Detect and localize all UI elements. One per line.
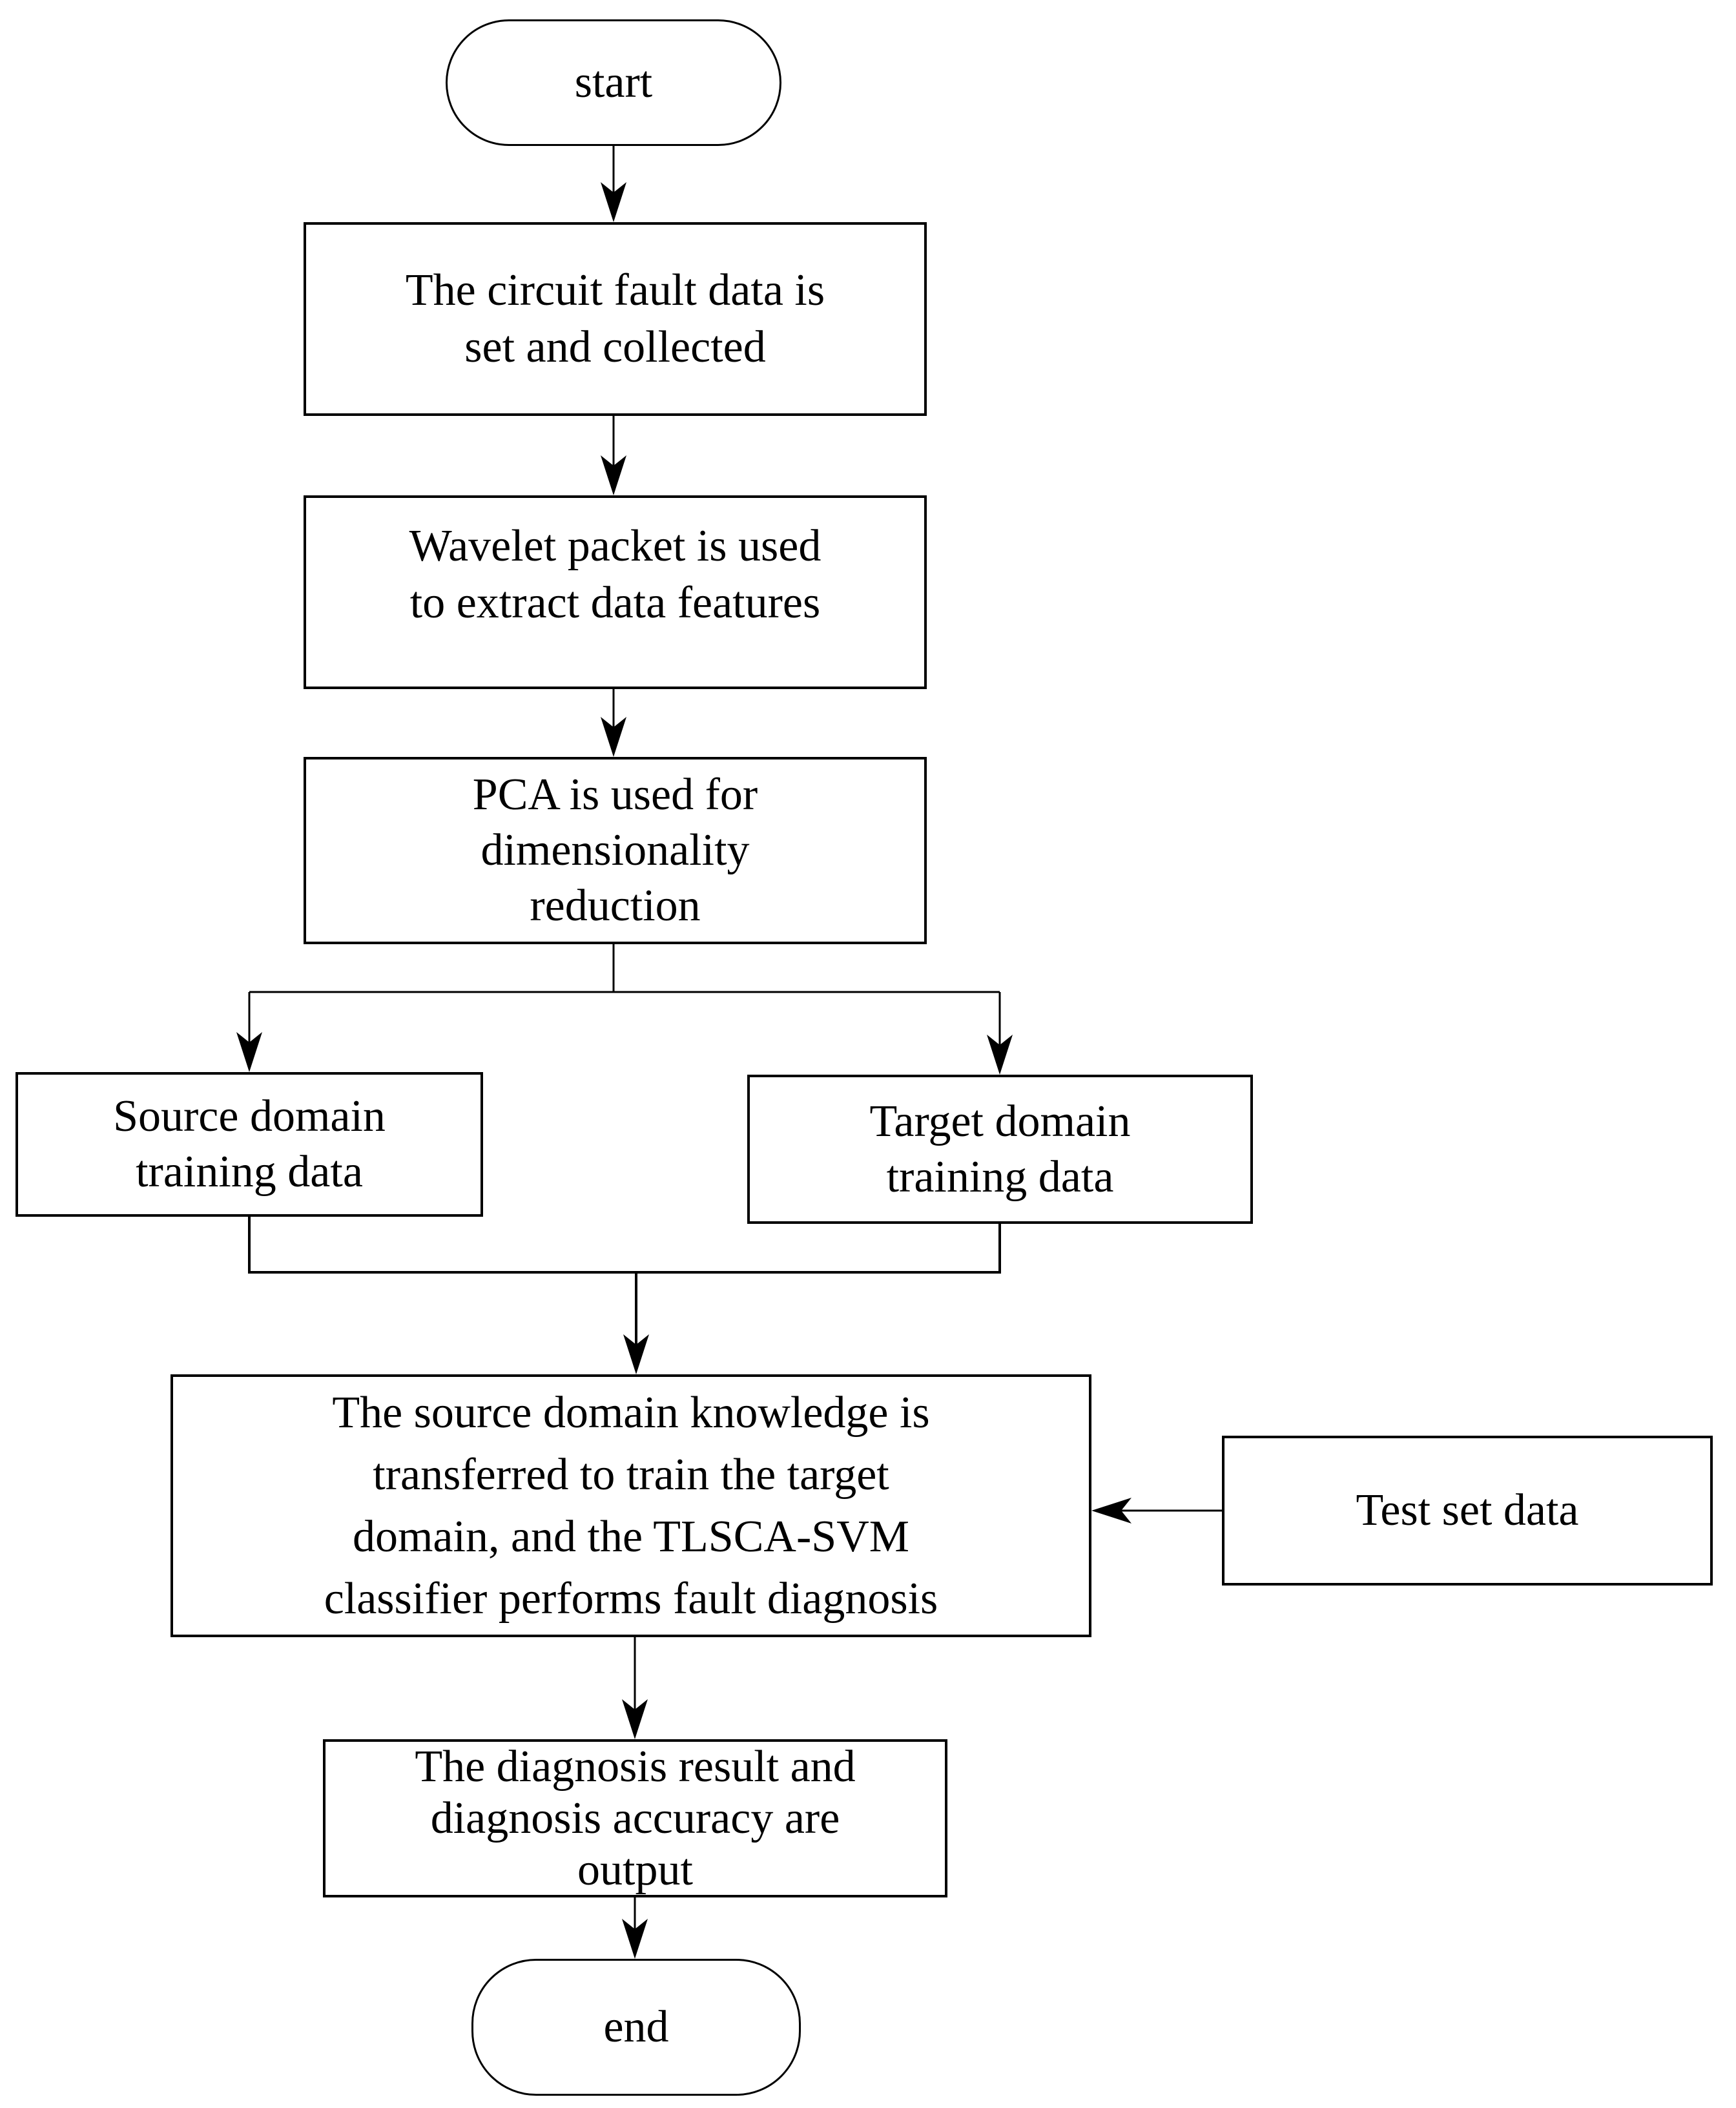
process-circuit-fault-data: The circuit fault data is set and collec… bbox=[304, 222, 927, 416]
process-test-set-data-label: Test set data bbox=[1356, 1485, 1579, 1535]
arrowhead-wavelet-to-pca bbox=[601, 717, 626, 757]
process-target-domain-data: Target domain training data bbox=[747, 1075, 1253, 1224]
process-wavelet-packet-label: Wavelet packet is used to extract data f… bbox=[409, 521, 822, 628]
process-wavelet-packet: Wavelet packet is used to extract data f… bbox=[304, 495, 927, 689]
start-terminator: start bbox=[446, 19, 781, 146]
arrowhead-pca-to-target bbox=[987, 1035, 1013, 1075]
arrowhead-pca-to-source bbox=[236, 1032, 262, 1072]
arrowhead-merge-to-transfer bbox=[623, 1334, 649, 1374]
arrowhead-start-to-collect bbox=[601, 182, 626, 222]
branch-pca-to-source-target bbox=[248, 944, 1001, 1048]
process-transfer-tlsca-svm: The source domain knowledge is transferr… bbox=[170, 1374, 1091, 1637]
process-target-domain-data-label: Target domain training data bbox=[869, 1096, 1131, 1202]
arrowhead-collect-to-wavelet bbox=[601, 455, 626, 495]
end-terminator: end bbox=[471, 1959, 801, 2096]
process-test-set-data: Test set data bbox=[1222, 1436, 1713, 1586]
process-pca-reduction: PCA is used for dimensionality reduction bbox=[304, 757, 927, 944]
process-diagnosis-output-label: The diagnosis result and diagnosis accur… bbox=[415, 1741, 856, 1895]
arrowhead-test-to-transfer bbox=[1091, 1498, 1132, 1524]
process-pca-reduction-label: PCA is used for dimensionality reduction bbox=[472, 770, 758, 931]
arrowhead-transfer-to-output bbox=[622, 1699, 648, 1739]
process-source-domain-data: Source domain training data bbox=[16, 1072, 483, 1217]
process-transfer-tlsca-svm-label: The source domain knowledge is transferr… bbox=[324, 1387, 938, 1624]
merge-source-target-to-transfer bbox=[248, 1217, 1001, 1347]
process-diagnosis-output: The diagnosis result and diagnosis accur… bbox=[323, 1739, 947, 1897]
end-label: end bbox=[603, 2002, 669, 2052]
arrowhead-output-to-end bbox=[622, 1919, 648, 1959]
process-circuit-fault-data-label: The circuit fault data is set and collec… bbox=[405, 265, 825, 372]
start-label: start bbox=[574, 57, 653, 107]
process-source-domain-data-label: Source domain training data bbox=[113, 1091, 386, 1197]
